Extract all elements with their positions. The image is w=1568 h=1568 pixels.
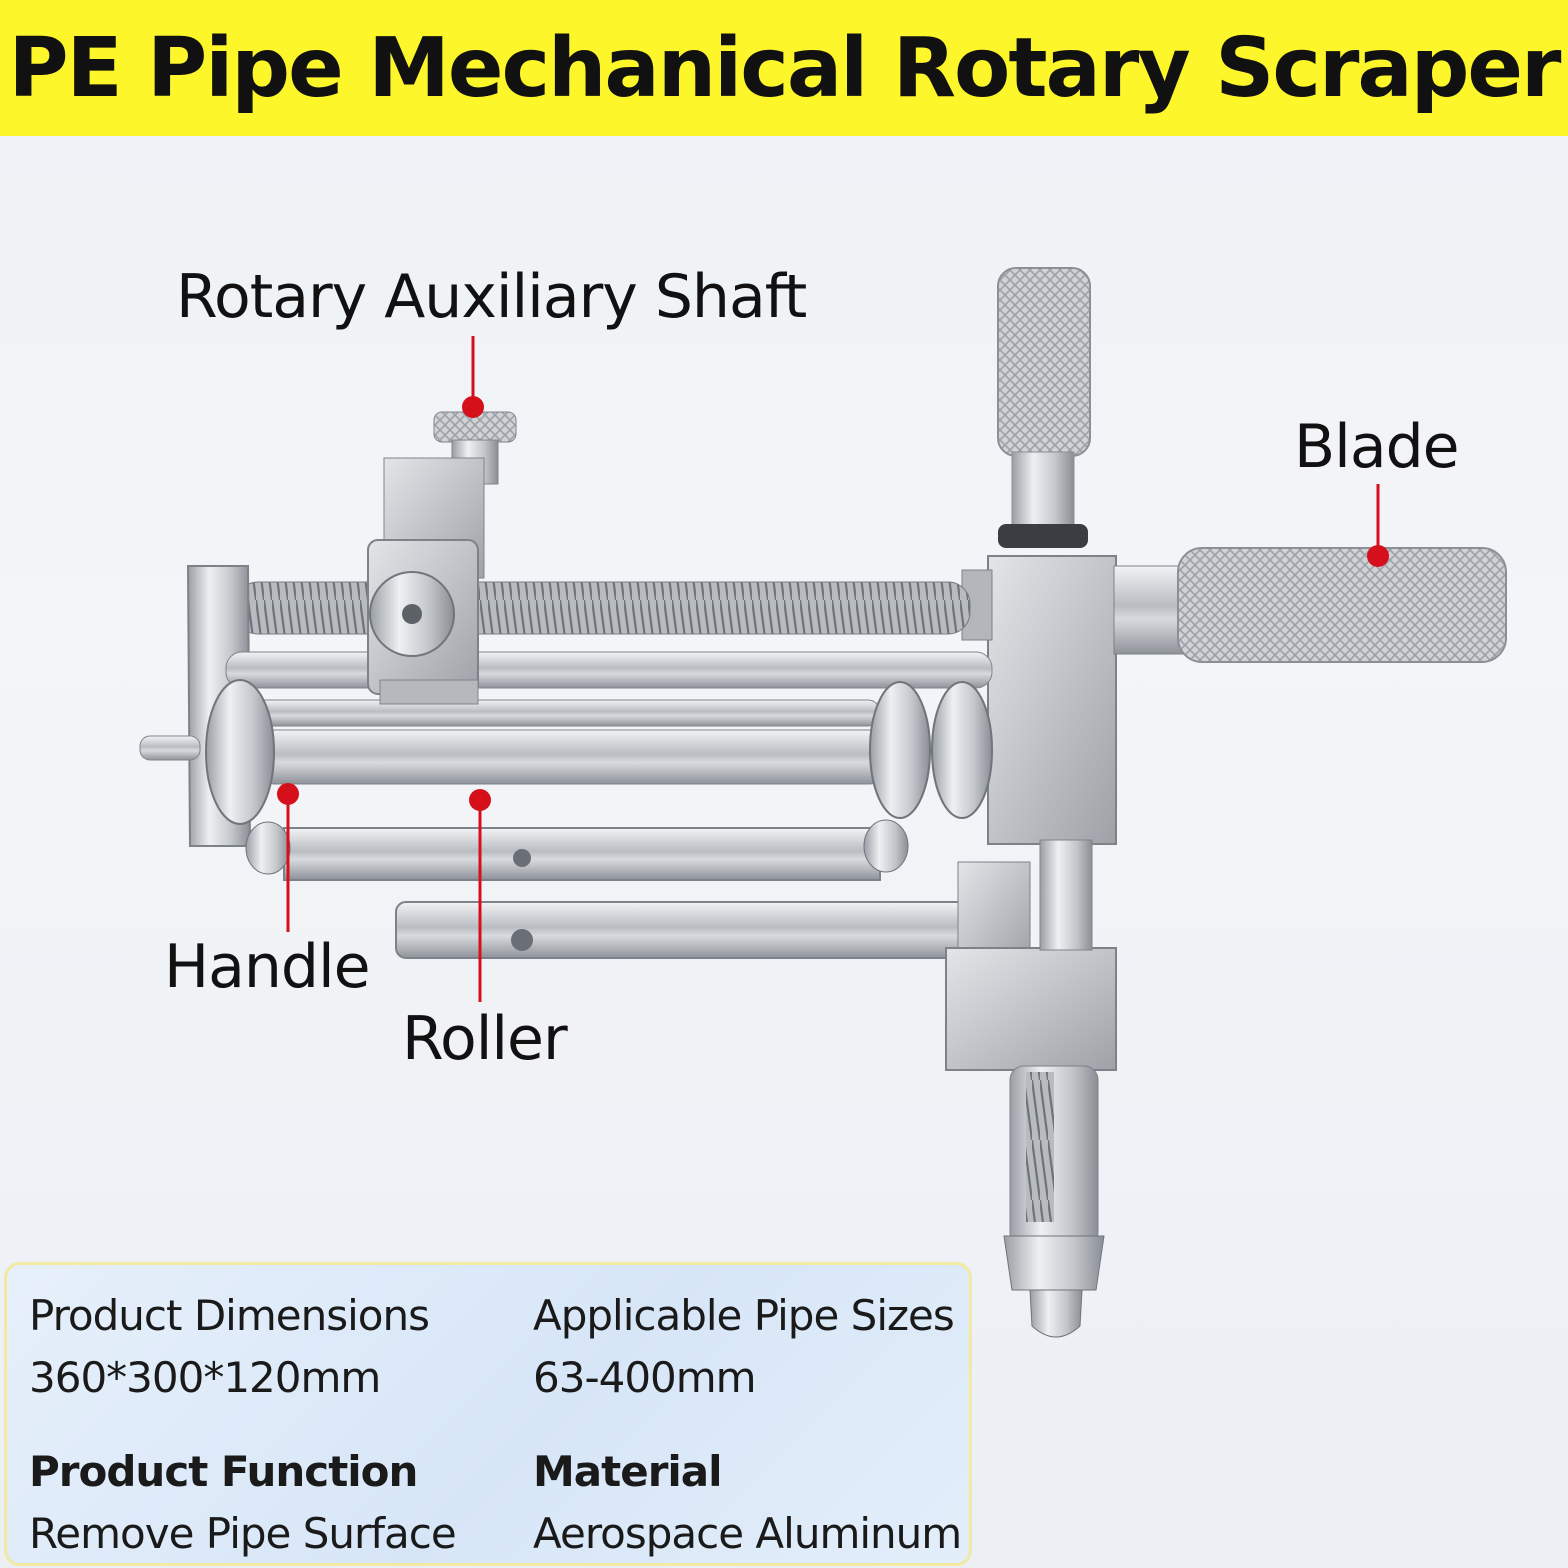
page-title: PE Pipe Mechanical Rotary Scraper	[8, 20, 1562, 116]
lower-arm	[395, 861, 1117, 1071]
spec-label: Material	[533, 1447, 723, 1496]
callout-blade: Blade	[1294, 412, 1460, 482]
spec-value: Remove Pipe Surface	[29, 1509, 457, 1558]
scraper-illustration	[139, 267, 1507, 1338]
spec-panel: Product Dimensions 360*300*120mm Applica…	[4, 1262, 972, 1566]
spec-label: Applicable Pipe Sizes	[533, 1291, 955, 1340]
spec-dimensions: Product Dimensions 360*300*120mm	[29, 1291, 430, 1402]
callout-roller: Roller	[402, 1004, 568, 1074]
spec-label: Product Dimensions	[29, 1291, 430, 1340]
vertical-shaft	[1003, 839, 1105, 1338]
spec-value: 360*300*120mm	[29, 1353, 381, 1402]
lead-screw	[235, 581, 971, 635]
handle-bar	[245, 819, 909, 881]
callout-rotary-auxiliary-shaft: Rotary Auxiliary Shaft	[176, 262, 807, 332]
blade-knob	[1113, 547, 1507, 663]
spec-function: Product Function Remove Pipe Surface	[29, 1447, 457, 1558]
rollers	[205, 679, 993, 825]
spec-pipe-sizes: Applicable Pipe Sizes 63-400mm	[533, 1291, 955, 1402]
callout-pointers	[277, 336, 1389, 1002]
title-banner: PE Pipe Mechanical Rotary Scraper	[0, 0, 1568, 136]
callout-handle: Handle	[164, 932, 371, 1002]
spec-material: Material Aerospace Aluminum	[533, 1447, 962, 1558]
top-knob	[997, 267, 1091, 548]
spec-value: 63-400mm	[533, 1353, 757, 1402]
auxiliary-shaft-carriage	[367, 411, 517, 705]
side-block	[987, 555, 1117, 845]
spec-label: Product Function	[29, 1447, 418, 1496]
spec-value: Aerospace Aluminum	[533, 1509, 962, 1558]
